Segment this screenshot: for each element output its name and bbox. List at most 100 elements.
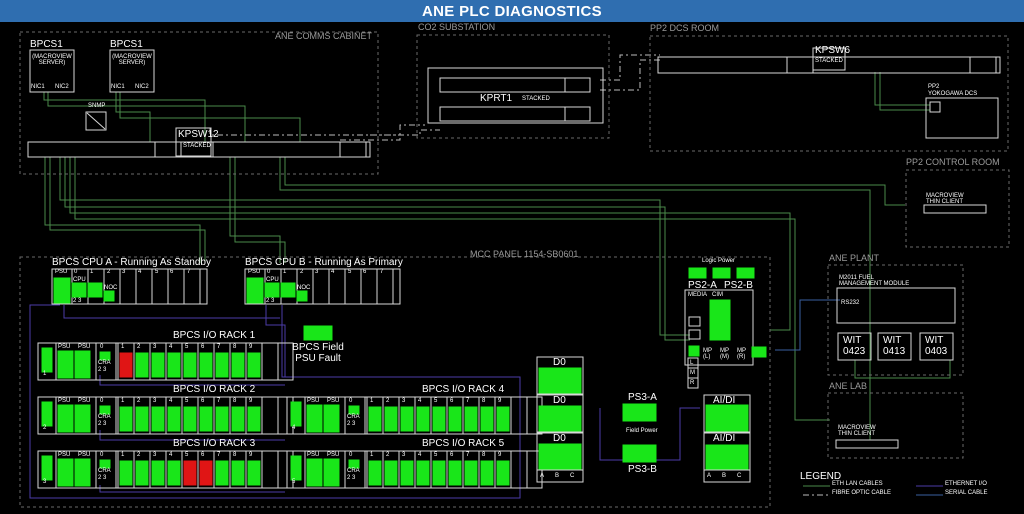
- io-cra-label: CRA: [98, 414, 111, 420]
- ps3a-led: [622, 403, 657, 422]
- nic2-label: NIC2: [55, 84, 69, 90]
- io-cra-label: CRA: [347, 468, 360, 474]
- legend-eth-label: ETH LAN CABLES: [832, 481, 883, 487]
- media-1: [688, 316, 701, 327]
- ethernet-io-rack1: [99, 375, 285, 386]
- kpsw12-stacked: STACKED: [183, 143, 211, 149]
- io-rack-title: BPCS I/O RACK 3: [173, 438, 256, 449]
- eth-cable-server1: [43, 92, 206, 142]
- io-cra-bay: [344, 450, 366, 489]
- zone-co2-substation: [416, 34, 610, 139]
- io-slot-led: [432, 406, 446, 432]
- noc-led: [296, 290, 308, 302]
- kprt1-stacked: STACKED: [522, 96, 550, 102]
- io-rack-title: BPCS I/O RACK 1: [173, 330, 256, 341]
- io-slot: [261, 342, 279, 381]
- zone-co2-substation-label: CO2 SUBSTATION: [418, 22, 496, 32]
- lab-thin-client: [835, 439, 899, 449]
- io-psu-label: PSU: [307, 452, 320, 458]
- io-slot-led: [135, 352, 149, 378]
- serial-wit-bus: [854, 360, 951, 379]
- cpu-rack-title: BPCS CPU B - Running As Primary: [245, 257, 403, 268]
- io-slot-num: 3: [402, 452, 406, 458]
- do-module: [536, 394, 584, 433]
- io-rack-num: 4: [292, 425, 296, 431]
- lmr-r: R: [690, 380, 695, 386]
- mp-m: MP (M): [720, 348, 729, 361]
- io-slot-num: 2: [137, 344, 141, 350]
- cpu-psu-label: PSU: [55, 269, 68, 275]
- io-slot-num: 4: [418, 398, 422, 404]
- aidi-led-2: [705, 444, 749, 471]
- do-a: A: [540, 473, 545, 479]
- mp-l: MP (L): [703, 348, 712, 361]
- lmr-l: L: [690, 360, 694, 366]
- eth-cable-server1b: [47, 92, 246, 142]
- cpu-psu-led: [246, 277, 264, 304]
- io-slot-led: [432, 460, 446, 486]
- cpu-ports: 2 3: [73, 298, 82, 304]
- do-c: C: [570, 473, 575, 479]
- io-slot-num: 3: [153, 452, 157, 458]
- fibre-cable-3: [600, 59, 660, 91]
- io-cra-bay: [95, 396, 117, 435]
- zone-pp2-control-room-label: PP2 CONTROL ROOM: [906, 157, 1000, 167]
- ps2b-label: PS2-B: [724, 280, 753, 291]
- pp2-dcs-line1: PP2: [928, 84, 940, 90]
- io-slot: [261, 450, 279, 489]
- io-slot-led: [384, 406, 398, 432]
- pp2-thin-client-label: MACROVIEW THIN CLIENT: [926, 193, 964, 206]
- kpsw12-switch: [27, 141, 371, 158]
- io-psu-led-2: [323, 404, 340, 433]
- ps2-frame: [684, 289, 754, 366]
- cpu-label: CPU: [266, 277, 279, 283]
- zone-mcc-panel: [19, 256, 771, 508]
- io-slot-led: [183, 352, 197, 378]
- io-psu-label: PSU: [58, 452, 71, 458]
- io-slot-num: 8: [482, 452, 486, 458]
- aidi-module: [703, 394, 751, 433]
- pp2-dcs-indicator: [929, 101, 941, 113]
- rs232-label: RS232: [841, 300, 860, 306]
- cim-label: CIM: [712, 292, 723, 298]
- io-slot-num: 3: [402, 398, 406, 404]
- io-slot-led: [384, 460, 398, 486]
- wit-label: WIT 0413: [883, 335, 906, 357]
- nic1-label: NIC1: [111, 84, 125, 90]
- m2011-label: M2011 FUEL MANAGEMENT MODULE: [839, 275, 910, 288]
- serial-cable-rs232: [775, 299, 840, 351]
- io-slot-led: [231, 460, 245, 486]
- io-psu-led-2: [74, 458, 91, 487]
- server-box: [109, 49, 155, 93]
- io-slot-0: 0: [100, 398, 104, 404]
- io-slot-num: 1: [370, 398, 374, 404]
- io-slot-num: 5: [434, 452, 438, 458]
- ps3a-label: PS3-A: [628, 392, 657, 403]
- io-slot-num: 3: [153, 344, 157, 350]
- field-psu-fault-label: BPCS Field PSU Fault: [292, 342, 344, 364]
- io-slot-num: 2: [386, 398, 390, 404]
- do-label: D0: [553, 433, 566, 444]
- do-module-led: [538, 405, 582, 432]
- io-slot-led: [400, 406, 414, 432]
- noc-led: [103, 290, 115, 302]
- io-slot-led: [400, 460, 414, 486]
- snmp-slash: [86, 112, 106, 130]
- io-slot-num: 7: [466, 398, 470, 404]
- zone-ane-lab: [827, 392, 964, 459]
- aidi-label-2: AI/DI: [713, 433, 736, 444]
- ethernet-io-rack2: [99, 430, 285, 441]
- ethernet-io-loop: [29, 304, 521, 499]
- io-slot-led: [215, 352, 229, 378]
- io-slot-led: [480, 460, 494, 486]
- eth-cable-server2b: [119, 92, 301, 142]
- wit-box: [837, 332, 872, 361]
- io-slot-led: [231, 406, 245, 432]
- ethernet-io-cpu: [63, 305, 280, 319]
- io-psu-led: [306, 404, 323, 433]
- io-rack-led: [41, 347, 53, 373]
- io-cra-bay: [95, 450, 117, 489]
- kpsw6-port: [786, 56, 814, 74]
- aidi-a: A: [707, 473, 712, 479]
